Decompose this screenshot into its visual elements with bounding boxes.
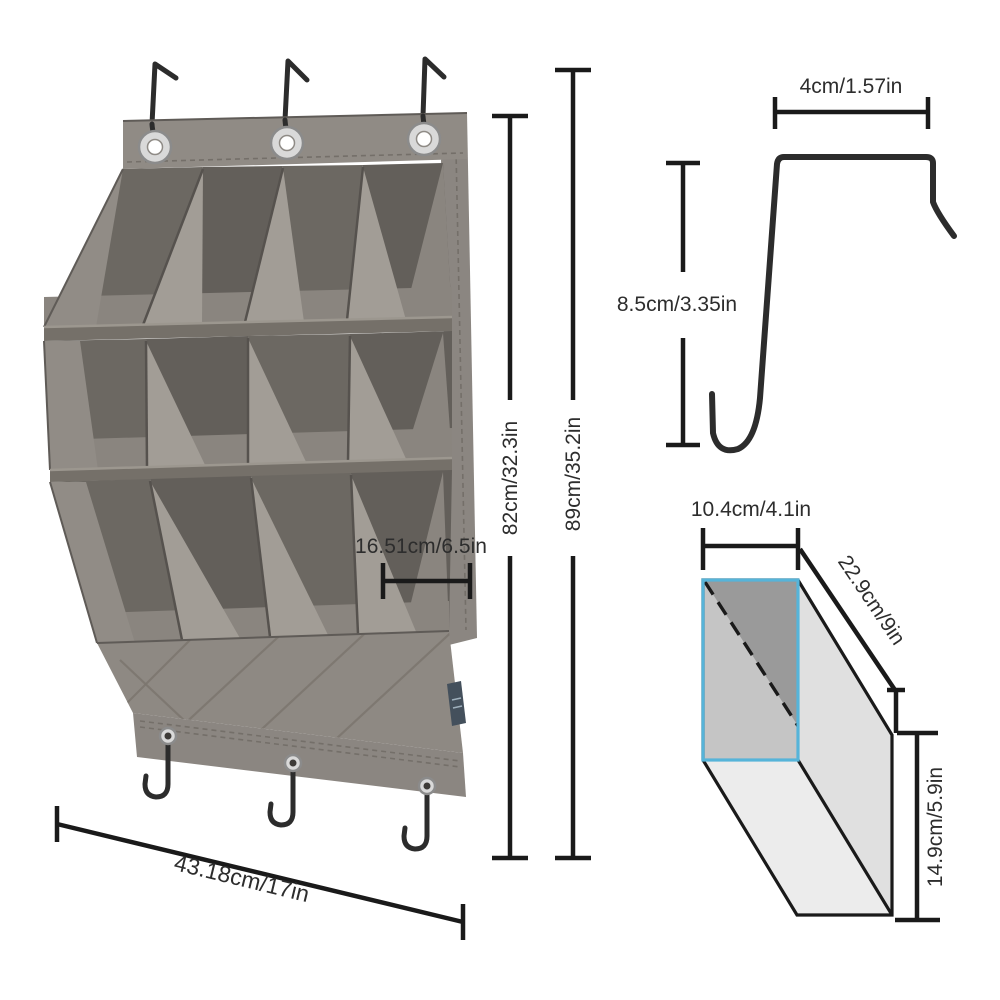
header-band — [122, 112, 468, 169]
fold-dashed-line — [703, 581, 800, 727]
pocket-opening-outline — [701, 578, 800, 762]
box-side-face — [798, 580, 892, 915]
j-hook-icon — [401, 785, 430, 852]
top-door-hooks — [149, 56, 447, 127]
bottom-flap — [96, 630, 466, 852]
pocket-divider — [245, 168, 304, 322]
dim-hook-width: 4cm/1.57in — [772, 75, 931, 129]
pocket-row-1 — [43, 163, 453, 341]
door-hook-icon — [282, 58, 310, 123]
pocket-row-2 — [43, 331, 453, 482]
pocket-box-detail: 10.4cm/4.1in 22.9cm/9in 14.9cm/5.9in — [691, 498, 947, 923]
dim-pocket-width: 16.51cm/6.5in — [355, 535, 487, 599]
box-bottom-face — [703, 760, 892, 915]
bottom-grommets — [158, 726, 437, 796]
dim-total-height: 89cm/35.2in — [555, 67, 591, 861]
dim-pocket-height: 14.9cm/5.9in — [895, 730, 947, 923]
bottom-door-hooks — [142, 735, 430, 852]
dim-inner-height: 82cm/32.3in — [492, 113, 528, 861]
row-rail — [50, 458, 452, 482]
pocket-divider — [347, 167, 406, 320]
pocket-divider — [248, 338, 307, 464]
inner-height-label: 82cm/32.3in — [499, 421, 522, 535]
pocket-open-width-label: 10.4cm/4.1in — [691, 498, 811, 521]
pocket-divider — [150, 481, 241, 640]
j-hook-icon — [267, 762, 296, 828]
brand-tag — [447, 681, 466, 726]
dim-hook-drop: 8.5cm/3.35in — [617, 160, 737, 448]
pocket-depth-label: 22.9cm/9in — [833, 551, 910, 649]
hook-width-label: 4cm/1.57in — [800, 75, 903, 98]
pocket-divider — [251, 478, 329, 637]
j-hook-icon — [142, 735, 171, 800]
top-grommets — [137, 113, 442, 165]
hook-drop-label: 8.5cm/3.35in — [617, 293, 737, 316]
total-width-label: 43.18cm/17in — [172, 849, 312, 907]
pocket-divider — [348, 336, 407, 461]
pocket-divider — [351, 475, 417, 634]
shoe-organizer-illustration — [43, 56, 477, 852]
total-height-label: 89cm/35.2in — [562, 417, 585, 531]
pocket-width-label: 16.51cm/6.5in — [355, 535, 487, 558]
pocket-row-3 — [49, 470, 452, 644]
dim-total-width: 43.18cm/17in — [54, 806, 466, 940]
pocket-divider — [146, 341, 206, 467]
pocket-height-label: 14.9cm/5.9in — [924, 767, 947, 887]
dim-pocket-open-width: 10.4cm/4.1in — [691, 498, 811, 570]
door-hook-icon — [420, 56, 447, 119]
row-rail — [44, 317, 452, 341]
door-hook-large-icon — [709, 154, 957, 454]
row-left-wall — [44, 341, 98, 470]
door-hook-icon — [149, 61, 179, 127]
hem-band — [133, 713, 466, 797]
row-left-wall — [50, 482, 135, 643]
door-hook-detail: 4cm/1.57in 8.5cm/3.35in — [617, 75, 957, 454]
